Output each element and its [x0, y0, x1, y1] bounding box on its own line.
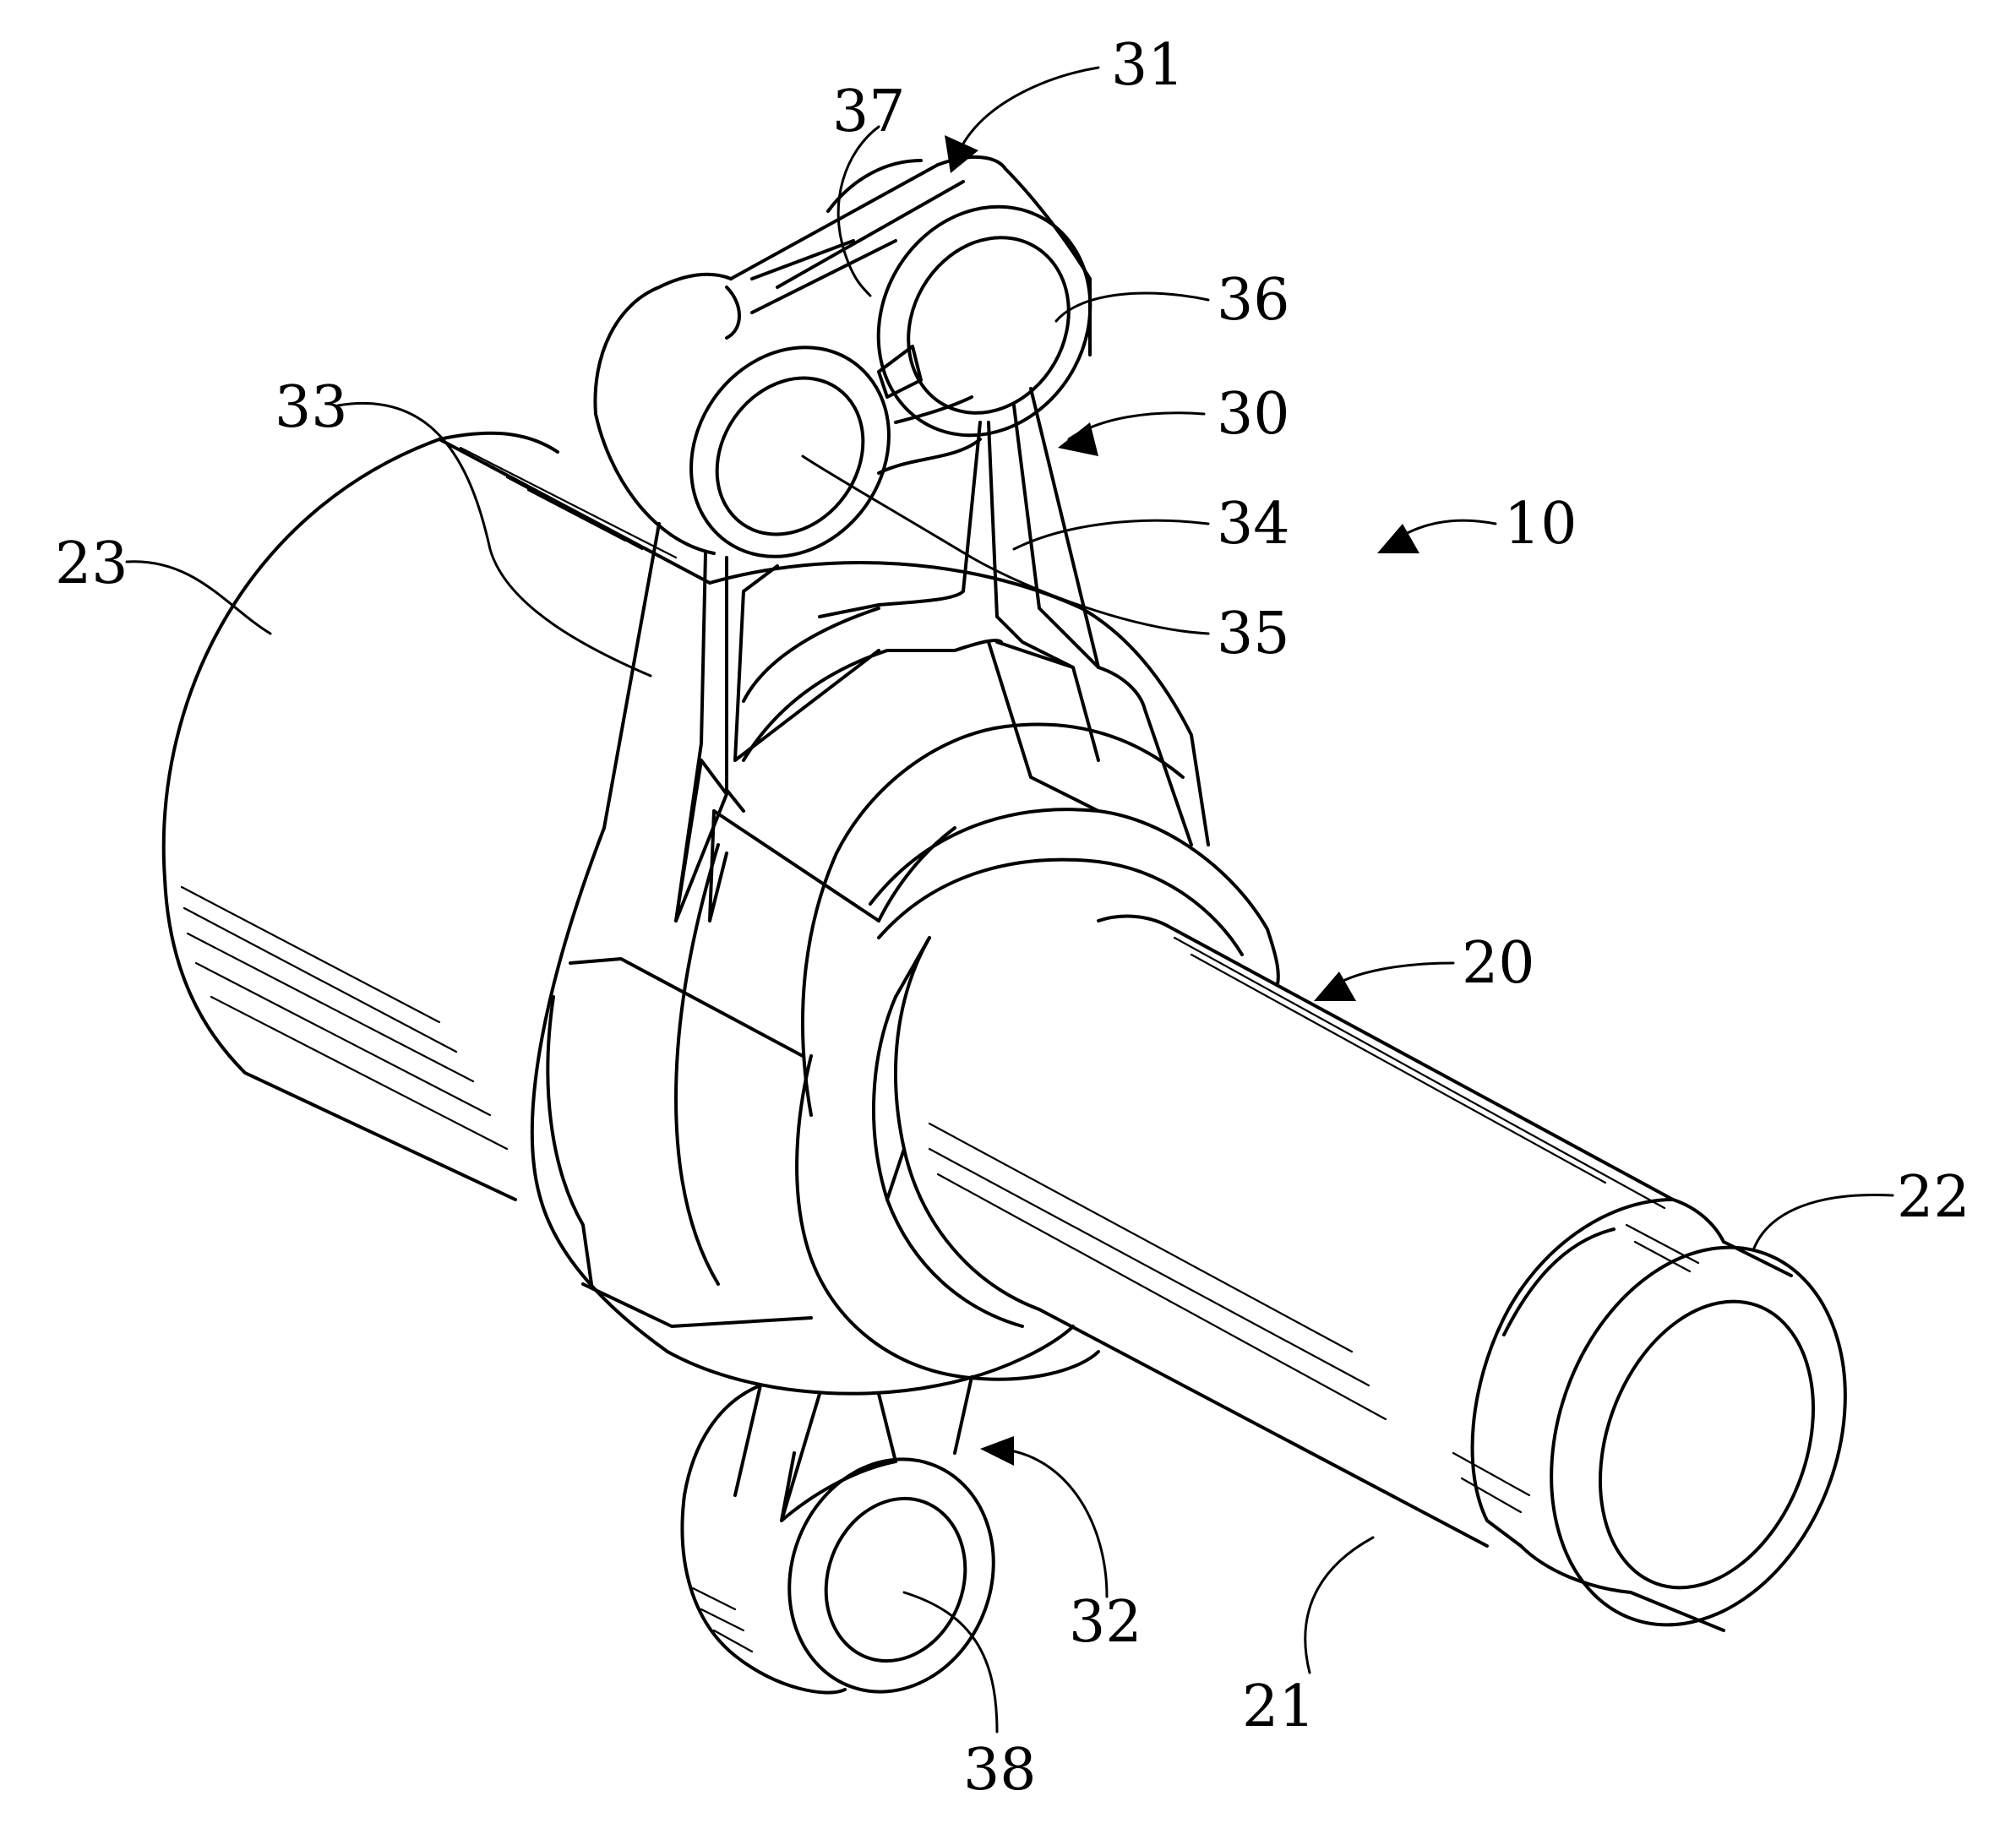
ref-37: 37 [832, 79, 906, 145]
ref-35: 35 [1217, 601, 1290, 667]
ref-33: 33 [275, 374, 348, 441]
lower-bracket-assembly [683, 1377, 1026, 1721]
clamp-band [532, 563, 1208, 1394]
tube-end [1453, 1200, 1896, 1667]
tube-small-shading [929, 938, 1665, 1419]
ref-10: 10 [1504, 491, 1577, 558]
ref-21: 21 [1242, 1674, 1316, 1740]
ref-30: 30 [1217, 381, 1290, 448]
ref-32: 32 [1069, 1589, 1142, 1656]
leader-lines [127, 68, 1893, 1732]
ref-31: 31 [1111, 32, 1185, 99]
ref-36: 36 [1217, 267, 1290, 334]
ref-38: 38 [963, 1737, 1037, 1804]
upper-bushing-assembly [595, 157, 1131, 596]
ref-20: 20 [1462, 930, 1535, 997]
reference-numerals: 31 37 36 33 30 34 10 23 35 20 22 32 21 3… [55, 32, 1970, 1804]
collar-rings [797, 809, 1278, 1379]
ref-34: 34 [1217, 491, 1290, 558]
tube-body-large [164, 433, 710, 1200]
ref-23: 23 [55, 531, 128, 597]
ref-22: 22 [1897, 1164, 1970, 1231]
